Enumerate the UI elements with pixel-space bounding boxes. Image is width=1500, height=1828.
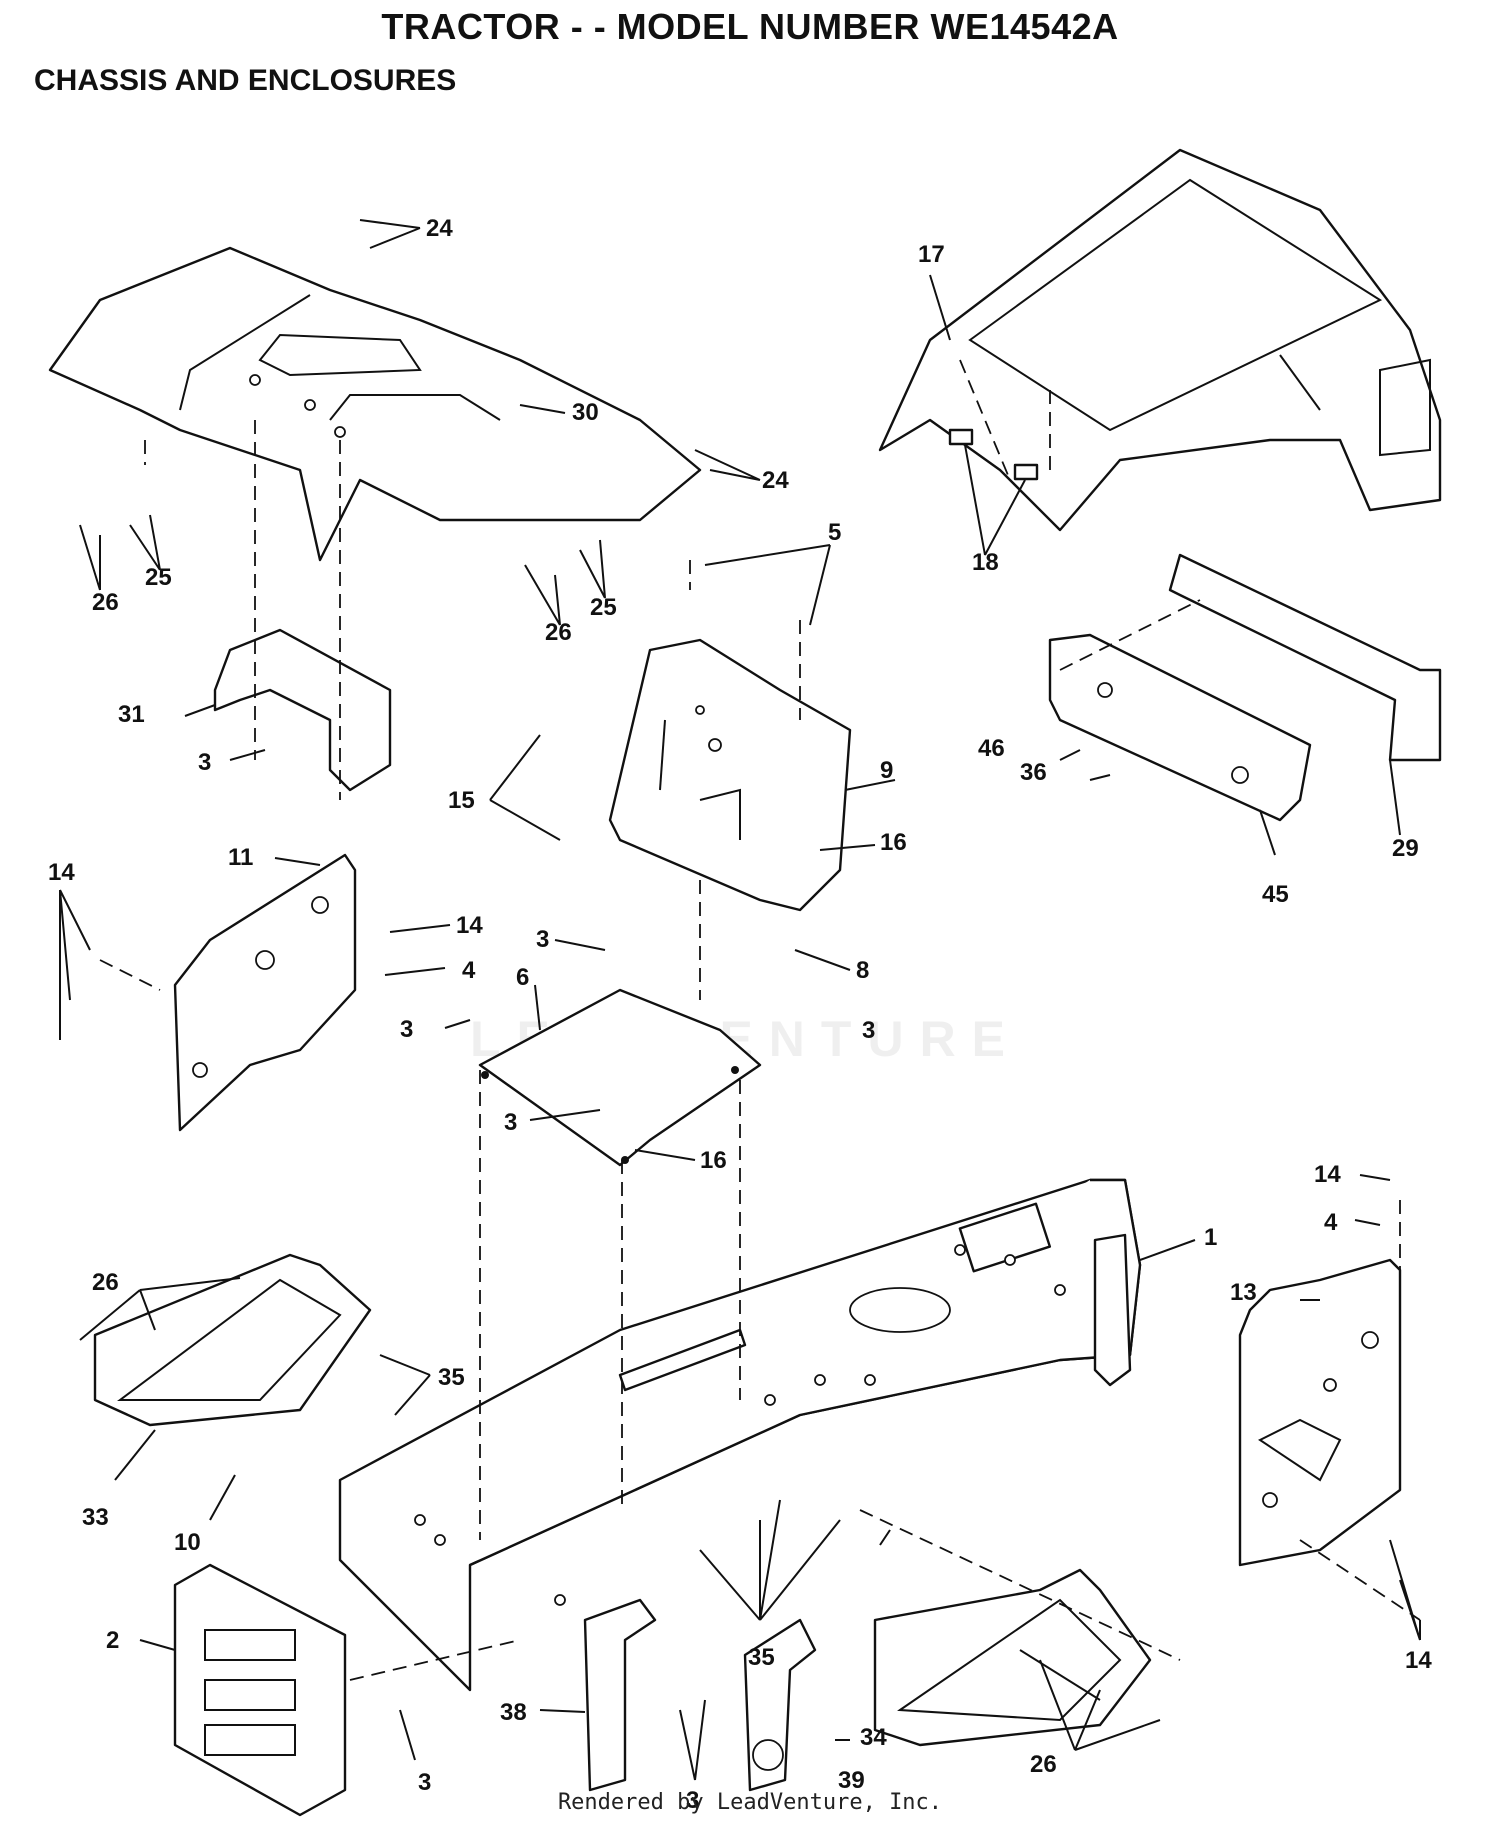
- callout-6: 6: [516, 964, 529, 991]
- callout-26: 26: [1030, 1751, 1057, 1778]
- callout-18: 18: [972, 549, 999, 576]
- callout-25: 25: [590, 594, 617, 621]
- callout-3: 3: [418, 1769, 431, 1796]
- callout-34: 34: [860, 1724, 887, 1751]
- callout-9: 9: [880, 757, 893, 784]
- callout-5: 5: [828, 519, 841, 546]
- callout-33: 33: [82, 1504, 109, 1531]
- callout-3: 3: [198, 749, 211, 776]
- callout-3: 3: [536, 926, 549, 953]
- hood-part: [878, 148, 1442, 532]
- center-bracket-part: [213, 628, 392, 792]
- callout-1: 1: [1204, 1224, 1217, 1251]
- callout-25: 25: [145, 564, 172, 591]
- callout-46: 46: [978, 735, 1005, 762]
- callout-14: 14: [48, 859, 75, 886]
- callout-2: 2: [106, 1627, 119, 1654]
- left-footrest-part: [93, 1253, 372, 1427]
- callout-16: 16: [700, 1147, 727, 1174]
- callout-10: 10: [174, 1529, 201, 1556]
- callout-14: 14: [1405, 1647, 1432, 1674]
- callout-45: 45: [1262, 881, 1289, 908]
- section-title: CHASSIS AND ENCLOSURES: [34, 64, 457, 97]
- left-side-panel-part: [173, 853, 357, 1132]
- leader-lines: [59, 219, 1421, 1781]
- callout-39: 39: [838, 1767, 865, 1794]
- callout-38: 38: [500, 1699, 527, 1726]
- callout-36: 36: [1020, 759, 1047, 786]
- bracket-38-part: [583, 1598, 657, 1792]
- right-side-panel-part: [1238, 1258, 1402, 1567]
- callout-15: 15: [448, 787, 475, 814]
- callout-16: 16: [880, 829, 907, 856]
- callout-31: 31: [118, 701, 145, 728]
- front-bracket-part: [1048, 633, 1312, 822]
- callout-labels: 24 17 30 24 18 5 25 26 25 26 31 3 46 36 …: [48, 215, 1432, 1814]
- callout-35: 35: [438, 1364, 465, 1391]
- callout-14: 14: [456, 912, 483, 939]
- callout-11: 11: [228, 844, 253, 871]
- callout-3: 3: [400, 1016, 413, 1043]
- callout-4: 4: [1324, 1209, 1338, 1236]
- callout-26: 26: [545, 619, 572, 646]
- callout-26: 26: [92, 589, 119, 616]
- callout-8: 8: [856, 957, 869, 984]
- right-footrest-part: [873, 1568, 1152, 1747]
- callout-30: 30: [572, 399, 599, 426]
- callout-4: 4: [462, 957, 476, 984]
- callout-3: 3: [862, 1017, 875, 1044]
- assembly-lines: [99, 359, 1421, 1681]
- callout-29: 29: [1392, 835, 1419, 862]
- callout-13: 13: [1230, 1279, 1257, 1306]
- callout-17: 17: [918, 241, 945, 268]
- callout-24: 24: [762, 467, 789, 494]
- footer-credit: Rendered by LeadVenture, Inc.: [557, 1790, 943, 1815]
- rear-fender-part: [48, 246, 702, 562]
- callout-35: 35: [748, 1644, 775, 1671]
- callout-3: 3: [504, 1109, 517, 1136]
- floor-plate-part: [478, 988, 762, 1167]
- lower-bracket-plate-part: [173, 1563, 347, 1817]
- callout-3: 3: [686, 1787, 699, 1814]
- callout-14: 14: [1314, 1161, 1341, 1188]
- callout-24: 24: [426, 215, 453, 242]
- dash-panel-part: [608, 638, 852, 912]
- diagram-title: TRACTOR - - MODEL NUMBER WE14542A: [381, 6, 1119, 47]
- main-frame-part: [338, 1178, 1142, 1692]
- callout-26: 26: [92, 1269, 119, 1296]
